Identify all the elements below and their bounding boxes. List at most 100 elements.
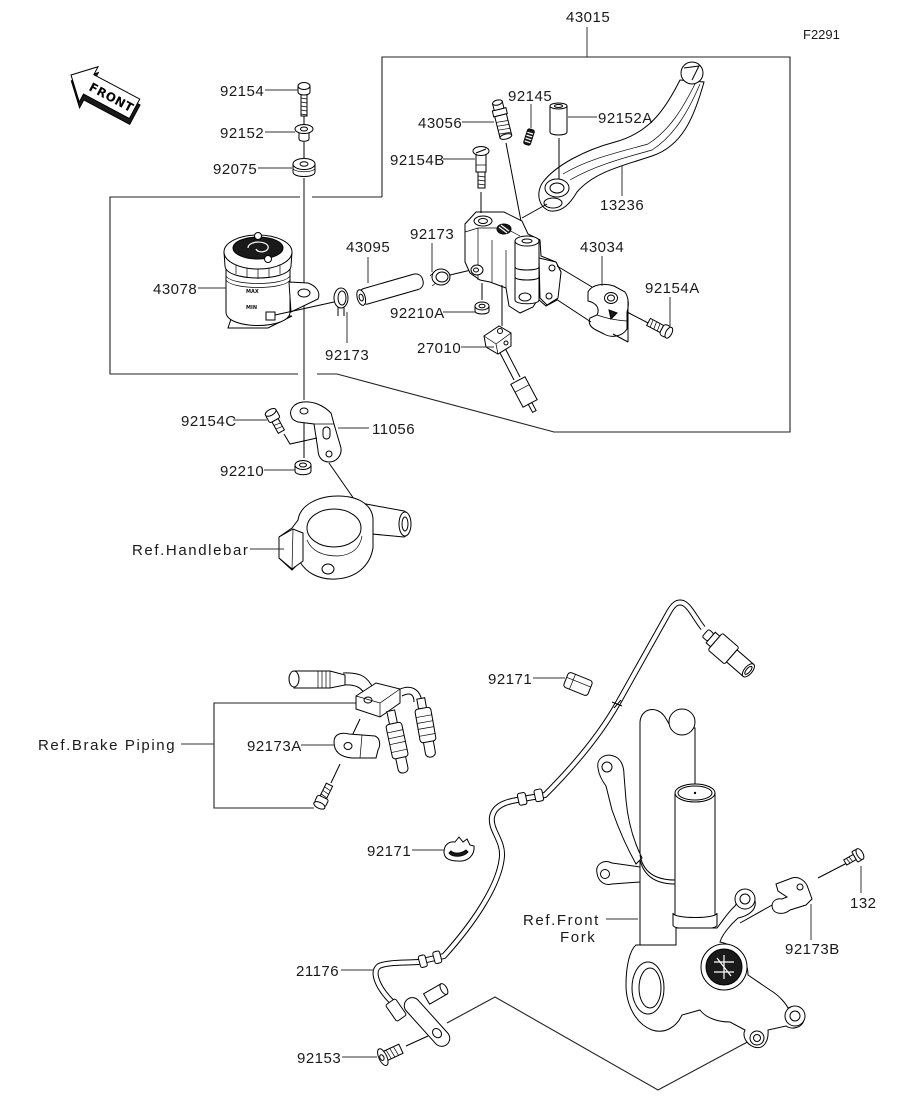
part-92171-clamp-upper	[563, 672, 593, 696]
reservoir-max-mark: MAX	[246, 289, 259, 295]
assembly-line	[405, 1035, 429, 1047]
bolt-thread-lines	[273, 422, 283, 430]
callout-43015[interactable]: 43015	[566, 9, 610, 26]
callout-92154[interactable]: 92154	[220, 83, 264, 100]
sensor-mount-plate	[403, 997, 451, 1047]
clamp-ring	[431, 268, 451, 286]
part-43078-reservoir: MAX MIN	[223, 232, 320, 329]
fitting-loop	[423, 740, 436, 758]
brake-pipe-junction-hole	[363, 696, 373, 704]
nut-top	[474, 301, 490, 311]
switch-connector-pin	[527, 401, 537, 414]
clip-inner	[448, 849, 469, 857]
bracket-slot	[322, 426, 331, 440]
callout-92171-upper[interactable]: 92171	[488, 671, 532, 688]
bolt-head-face	[664, 326, 674, 339]
bolt-head-face	[313, 801, 326, 810]
fork-caliper-boss-upper-hole	[739, 893, 751, 905]
bolt-thread-lines	[320, 786, 331, 799]
fork-caliper-boss-lower-hole	[789, 1010, 801, 1022]
callout-92171-lower[interactable]: 92171	[367, 843, 411, 860]
cylinder-bottom-eye	[518, 292, 532, 302]
clamp-plate	[333, 732, 381, 759]
master-cylinder-edges	[464, 227, 521, 288]
part-92173A-clamp	[333, 732, 381, 759]
grommet-groove	[292, 167, 316, 173]
clamp-legs	[337, 307, 345, 316]
callout-92210A[interactable]: 92210A	[390, 305, 445, 322]
callout-43095[interactable]: 43095	[346, 239, 390, 256]
holder-bolt-bore	[607, 294, 615, 302]
part-43056-bleeder	[491, 99, 513, 140]
callout-92173A[interactable]: 92173A	[247, 738, 302, 755]
callout-92152A[interactable]: 92152A	[598, 110, 653, 127]
reference-handlebar: Ref.Handlebar	[132, 542, 250, 559]
reference-front-fork-line2: Fork	[560, 929, 596, 946]
callout-43078[interactable]: 43078	[153, 281, 197, 298]
assembly-line	[521, 203, 548, 219]
holder-body	[587, 283, 629, 337]
callout-11056[interactable]: 11056	[372, 421, 415, 438]
clamp-bolt-hole	[545, 292, 553, 300]
callout-92145[interactable]: 92145	[508, 88, 552, 105]
collar-top	[549, 102, 568, 110]
switch-screw	[503, 340, 509, 346]
callout-92154B[interactable]: 92154B	[390, 152, 445, 169]
fork-axle-bore	[631, 961, 665, 1015]
sensor-plate-hole	[432, 1028, 443, 1039]
callout-43056[interactable]: 43056	[418, 115, 462, 132]
callout-92154C[interactable]: 92154C	[181, 413, 237, 430]
assembly-frame	[109, 56, 791, 1091]
part-92145-spring	[523, 128, 535, 146]
part-13236-lever	[538, 61, 705, 212]
callout-92153[interactable]: 92153	[297, 1050, 341, 1067]
callout-27010[interactable]: 27010	[417, 340, 461, 357]
fork-caliper-boss-upper	[734, 888, 756, 910]
cylinder-top-hole	[521, 238, 533, 244]
callout-92075[interactable]: 92075	[213, 161, 257, 178]
lever-tip	[680, 61, 704, 85]
callout-92173-upper[interactable]: 92173	[410, 226, 454, 243]
outlet-bore	[473, 267, 479, 273]
bolt-head-top	[264, 407, 277, 417]
assembly-line	[283, 433, 318, 445]
sensor-head	[422, 983, 449, 1005]
handlebar-clamp-split	[291, 528, 294, 570]
lever-pivot-eye	[544, 178, 570, 198]
reservoir-port	[496, 223, 512, 235]
assembly-line	[328, 462, 355, 500]
part-92153-bolt	[377, 1043, 404, 1066]
part-ref-brake-piping	[288, 670, 437, 774]
fork-sensor-boss	[749, 1030, 765, 1046]
clamp-plate	[771, 877, 813, 914]
nut-top	[294, 460, 312, 470]
fitting-ribs	[387, 729, 408, 753]
part-92154A-bolt	[645, 317, 674, 339]
callout-92152[interactable]: 92152	[220, 125, 264, 142]
callout-132[interactable]: 132	[850, 895, 877, 912]
callout-92154A[interactable]: 92154A	[645, 280, 700, 297]
cable-grommet	[417, 954, 428, 968]
part-11056-bracket	[290, 401, 342, 463]
switch-connector-seam	[514, 384, 530, 393]
pivot-bolt-slot	[475, 148, 487, 154]
callout-21176[interactable]: 21176	[296, 963, 339, 980]
clamp-hole	[796, 883, 804, 891]
callout-13236[interactable]: 13236	[600, 197, 644, 214]
switch-cable	[498, 347, 521, 381]
cable-grommet	[516, 792, 528, 806]
callout-92173B[interactable]: 92173B	[785, 941, 840, 958]
fork-caliper-boss-lower	[784, 1005, 806, 1027]
fork-lower-mount	[596, 861, 641, 885]
lever-blade	[538, 79, 705, 212]
holder-up-mark	[608, 309, 618, 320]
switch-screw	[497, 328, 503, 334]
reservoir-min-mark: MIN	[246, 305, 257, 311]
callout-92210[interactable]: 92210	[220, 463, 264, 480]
callout-43034[interactable]: 43034	[580, 239, 624, 256]
sensor-cable-grommets-upper	[516, 788, 545, 806]
sensor-elbow	[385, 998, 407, 1022]
callout-92173-lower[interactable]: 92173	[325, 347, 369, 364]
part-92210-nut	[294, 460, 312, 476]
sensor-plate	[403, 997, 451, 1047]
